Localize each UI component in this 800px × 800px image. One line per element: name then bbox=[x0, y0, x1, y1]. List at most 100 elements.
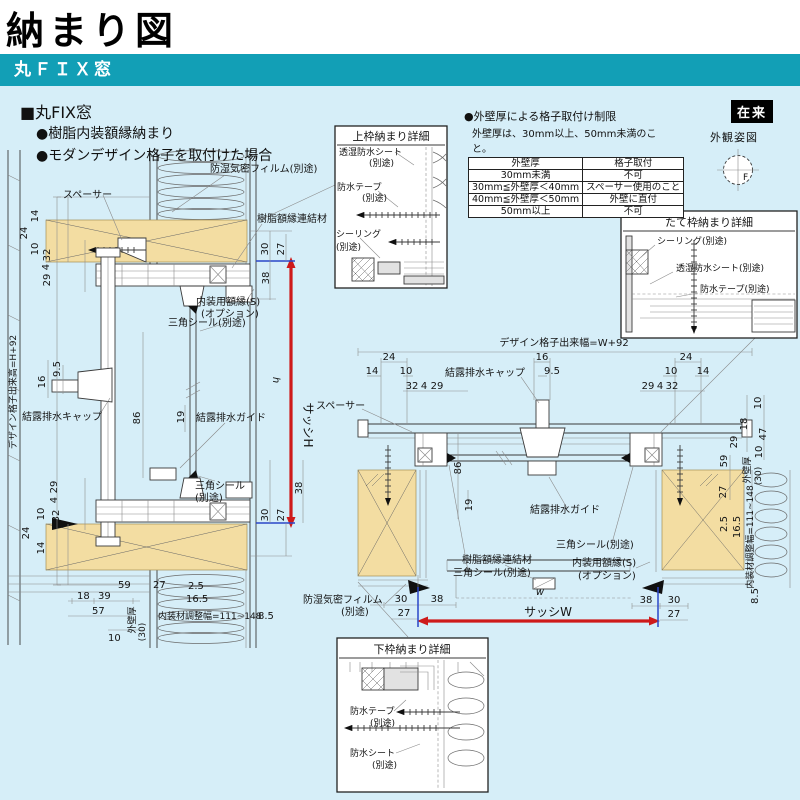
dim: 39 bbox=[98, 591, 111, 602]
dim: 86 bbox=[132, 412, 143, 425]
label-spacer: スペーサー bbox=[63, 189, 112, 201]
label-betsu: (別途) bbox=[369, 157, 394, 169]
dim: 27 bbox=[668, 609, 681, 620]
dim: 30 bbox=[668, 595, 681, 606]
table-row: 40mm≦外壁厚＜50mm 外壁に直付 bbox=[467, 193, 685, 206]
label-connector-plan: 樹脂額縁連結材 bbox=[462, 553, 532, 566]
dim: 10 bbox=[36, 508, 47, 521]
dim: 18 bbox=[739, 418, 750, 431]
category-bar: 丸ＦＩＸ窓 bbox=[0, 54, 800, 86]
dim: 4 bbox=[49, 497, 60, 503]
detail-box-top-frame: 上枠納まり詳細 透湿防水シート (別途) 防水テープ (別途) シーリング (別… bbox=[334, 125, 448, 289]
dim: 16 bbox=[37, 376, 48, 389]
dim: 24 bbox=[21, 527, 32, 540]
label-waterproof-sheet: 防水シート bbox=[350, 747, 395, 759]
table-row: 50mm以上 不可 bbox=[467, 205, 685, 218]
vertical-section-drawing: デザイン格子出来高=H+92 14 24 10 32 4 29 9.5 16 8… bbox=[7, 150, 336, 648]
dim-wall-thickness: 外壁厚 bbox=[741, 456, 753, 483]
dim: 14 bbox=[30, 210, 41, 223]
dim-adjust-width: 内装材調整幅=111~148 bbox=[158, 610, 262, 622]
col-wall-thickness: 外壁厚 bbox=[467, 157, 584, 170]
label-film: 防湿気密フィルム(別途) bbox=[210, 162, 318, 175]
table-row: 30mm≦外壁厚＜40mm スペーサー使用のこと bbox=[467, 181, 685, 194]
dim: 8.5 bbox=[258, 611, 274, 622]
dim: 9.5 bbox=[544, 366, 560, 377]
dim: 10 bbox=[753, 397, 764, 410]
dim: 2.5 bbox=[719, 516, 730, 532]
label-sealing: シーリング bbox=[336, 228, 381, 240]
dim: 29 bbox=[42, 274, 53, 287]
dim: 16.5 bbox=[732, 516, 743, 538]
dim: 32 bbox=[666, 381, 679, 392]
label-breathable-sheet-betsu: 透湿防水シート(別途) bbox=[676, 262, 764, 274]
dim: 29 bbox=[431, 381, 444, 392]
label-drain-cap: 結露排水キャップ bbox=[22, 410, 102, 423]
label-connector: 樹脂額縁連結材 bbox=[257, 212, 327, 225]
dim: 29 bbox=[49, 481, 60, 494]
dim: 10 bbox=[665, 366, 678, 377]
label-inner-frame-opt: (オプション) bbox=[201, 308, 259, 320]
dim: 19 bbox=[464, 499, 475, 512]
dim: 19 bbox=[176, 411, 187, 424]
dim: 24 bbox=[383, 352, 396, 363]
label-film-plan: 防湿気密フィルム bbox=[303, 593, 383, 606]
bullet-modern-grille: ●モダンデザイン格子を取付けた場合 bbox=[36, 148, 273, 164]
dim-adjust-width-plan: 内装材調整幅=111~148 bbox=[744, 485, 756, 589]
restriction-title: ●外壁厚による格子取付け制限 bbox=[464, 110, 617, 123]
dim: 9.5 bbox=[52, 361, 63, 377]
dim: 32 bbox=[51, 510, 62, 523]
dim: 38 bbox=[261, 272, 272, 285]
insulation-bottom bbox=[157, 574, 245, 644]
label-inner-frame-plan: 内装用額縁(S) bbox=[572, 556, 636, 569]
label-sealing-betsu: シーリング(別途) bbox=[657, 235, 727, 247]
dim: 32 bbox=[406, 381, 419, 392]
dim: 10 bbox=[30, 243, 41, 256]
dim: 4 bbox=[41, 264, 52, 270]
dim: 30 bbox=[260, 509, 271, 522]
drain-cap-plan bbox=[535, 399, 550, 429]
dim: 30 bbox=[395, 594, 408, 605]
dim: 24 bbox=[19, 227, 30, 240]
label-drain-guide: 結露排水ガイド bbox=[196, 411, 266, 424]
dim: 16 bbox=[536, 352, 549, 363]
head-frame bbox=[95, 263, 251, 287]
label-triangle-seal-left: 三角シール(別途) bbox=[453, 566, 531, 579]
appearance-figure: F bbox=[717, 149, 759, 191]
dim: 30 bbox=[260, 243, 271, 256]
dim-w-italic: w bbox=[536, 587, 545, 598]
label-betsu: (別途) bbox=[370, 717, 395, 729]
dim: 14 bbox=[366, 366, 379, 377]
dim-wall-value: (30) bbox=[138, 623, 148, 641]
detail-side-title: たて枠納まり詳細 bbox=[665, 215, 753, 229]
label-waterproof-tape: 防水テープ bbox=[337, 181, 381, 193]
dim: 38 bbox=[294, 482, 305, 495]
dim: 59 bbox=[118, 580, 131, 591]
dim: 10 bbox=[108, 633, 121, 644]
product-heading: ■丸FIX窓 bbox=[20, 103, 93, 122]
detail-box-jamb: たて枠納まり詳細 シーリング(別途) 透湿防水シート(別途) 防水テープ(別途) bbox=[620, 210, 798, 339]
label-inner-frame-opt-plan: (オプション) bbox=[578, 570, 636, 582]
drain-guide-plan bbox=[527, 460, 557, 476]
dim-wall-thickness: 外壁厚 bbox=[126, 606, 138, 633]
insulation-top bbox=[157, 150, 245, 220]
category-bar-label: 丸ＦＩＸ窓 bbox=[14, 60, 114, 80]
sill-frame bbox=[95, 499, 251, 523]
restriction-note: 外壁厚は、30mm以上、50mm未満のこと。 bbox=[472, 129, 657, 155]
dim: 27 bbox=[718, 486, 729, 499]
grille-restriction-block: ●外壁厚による格子取付け制限 外壁厚は、30mm以上、50mm未満のこと。 外壁… bbox=[464, 108, 685, 218]
dim: 27 bbox=[276, 509, 287, 522]
dim: 18 bbox=[77, 591, 90, 602]
dim-h-italic: h bbox=[270, 377, 281, 383]
dim-wall-value: (30) bbox=[754, 467, 764, 485]
dim: 27 bbox=[153, 580, 166, 591]
detail-box-bottom-frame: 下枠納まり詳細 防水テープ (別途) 防水シート (別途) bbox=[336, 637, 489, 793]
dim: 27 bbox=[398, 608, 411, 619]
drain-cap bbox=[51, 379, 79, 393]
label-film-plan2: (別途) bbox=[341, 605, 369, 618]
label-betsu: (別途) bbox=[336, 241, 361, 253]
construction-type-badge: 在来 bbox=[731, 100, 774, 123]
axis-label-h: デザイン格子出来高=H+92 bbox=[7, 335, 19, 449]
label-triangle-seal-top: 三角シール(別途) bbox=[168, 316, 246, 329]
dim: 8.5 bbox=[750, 588, 761, 604]
